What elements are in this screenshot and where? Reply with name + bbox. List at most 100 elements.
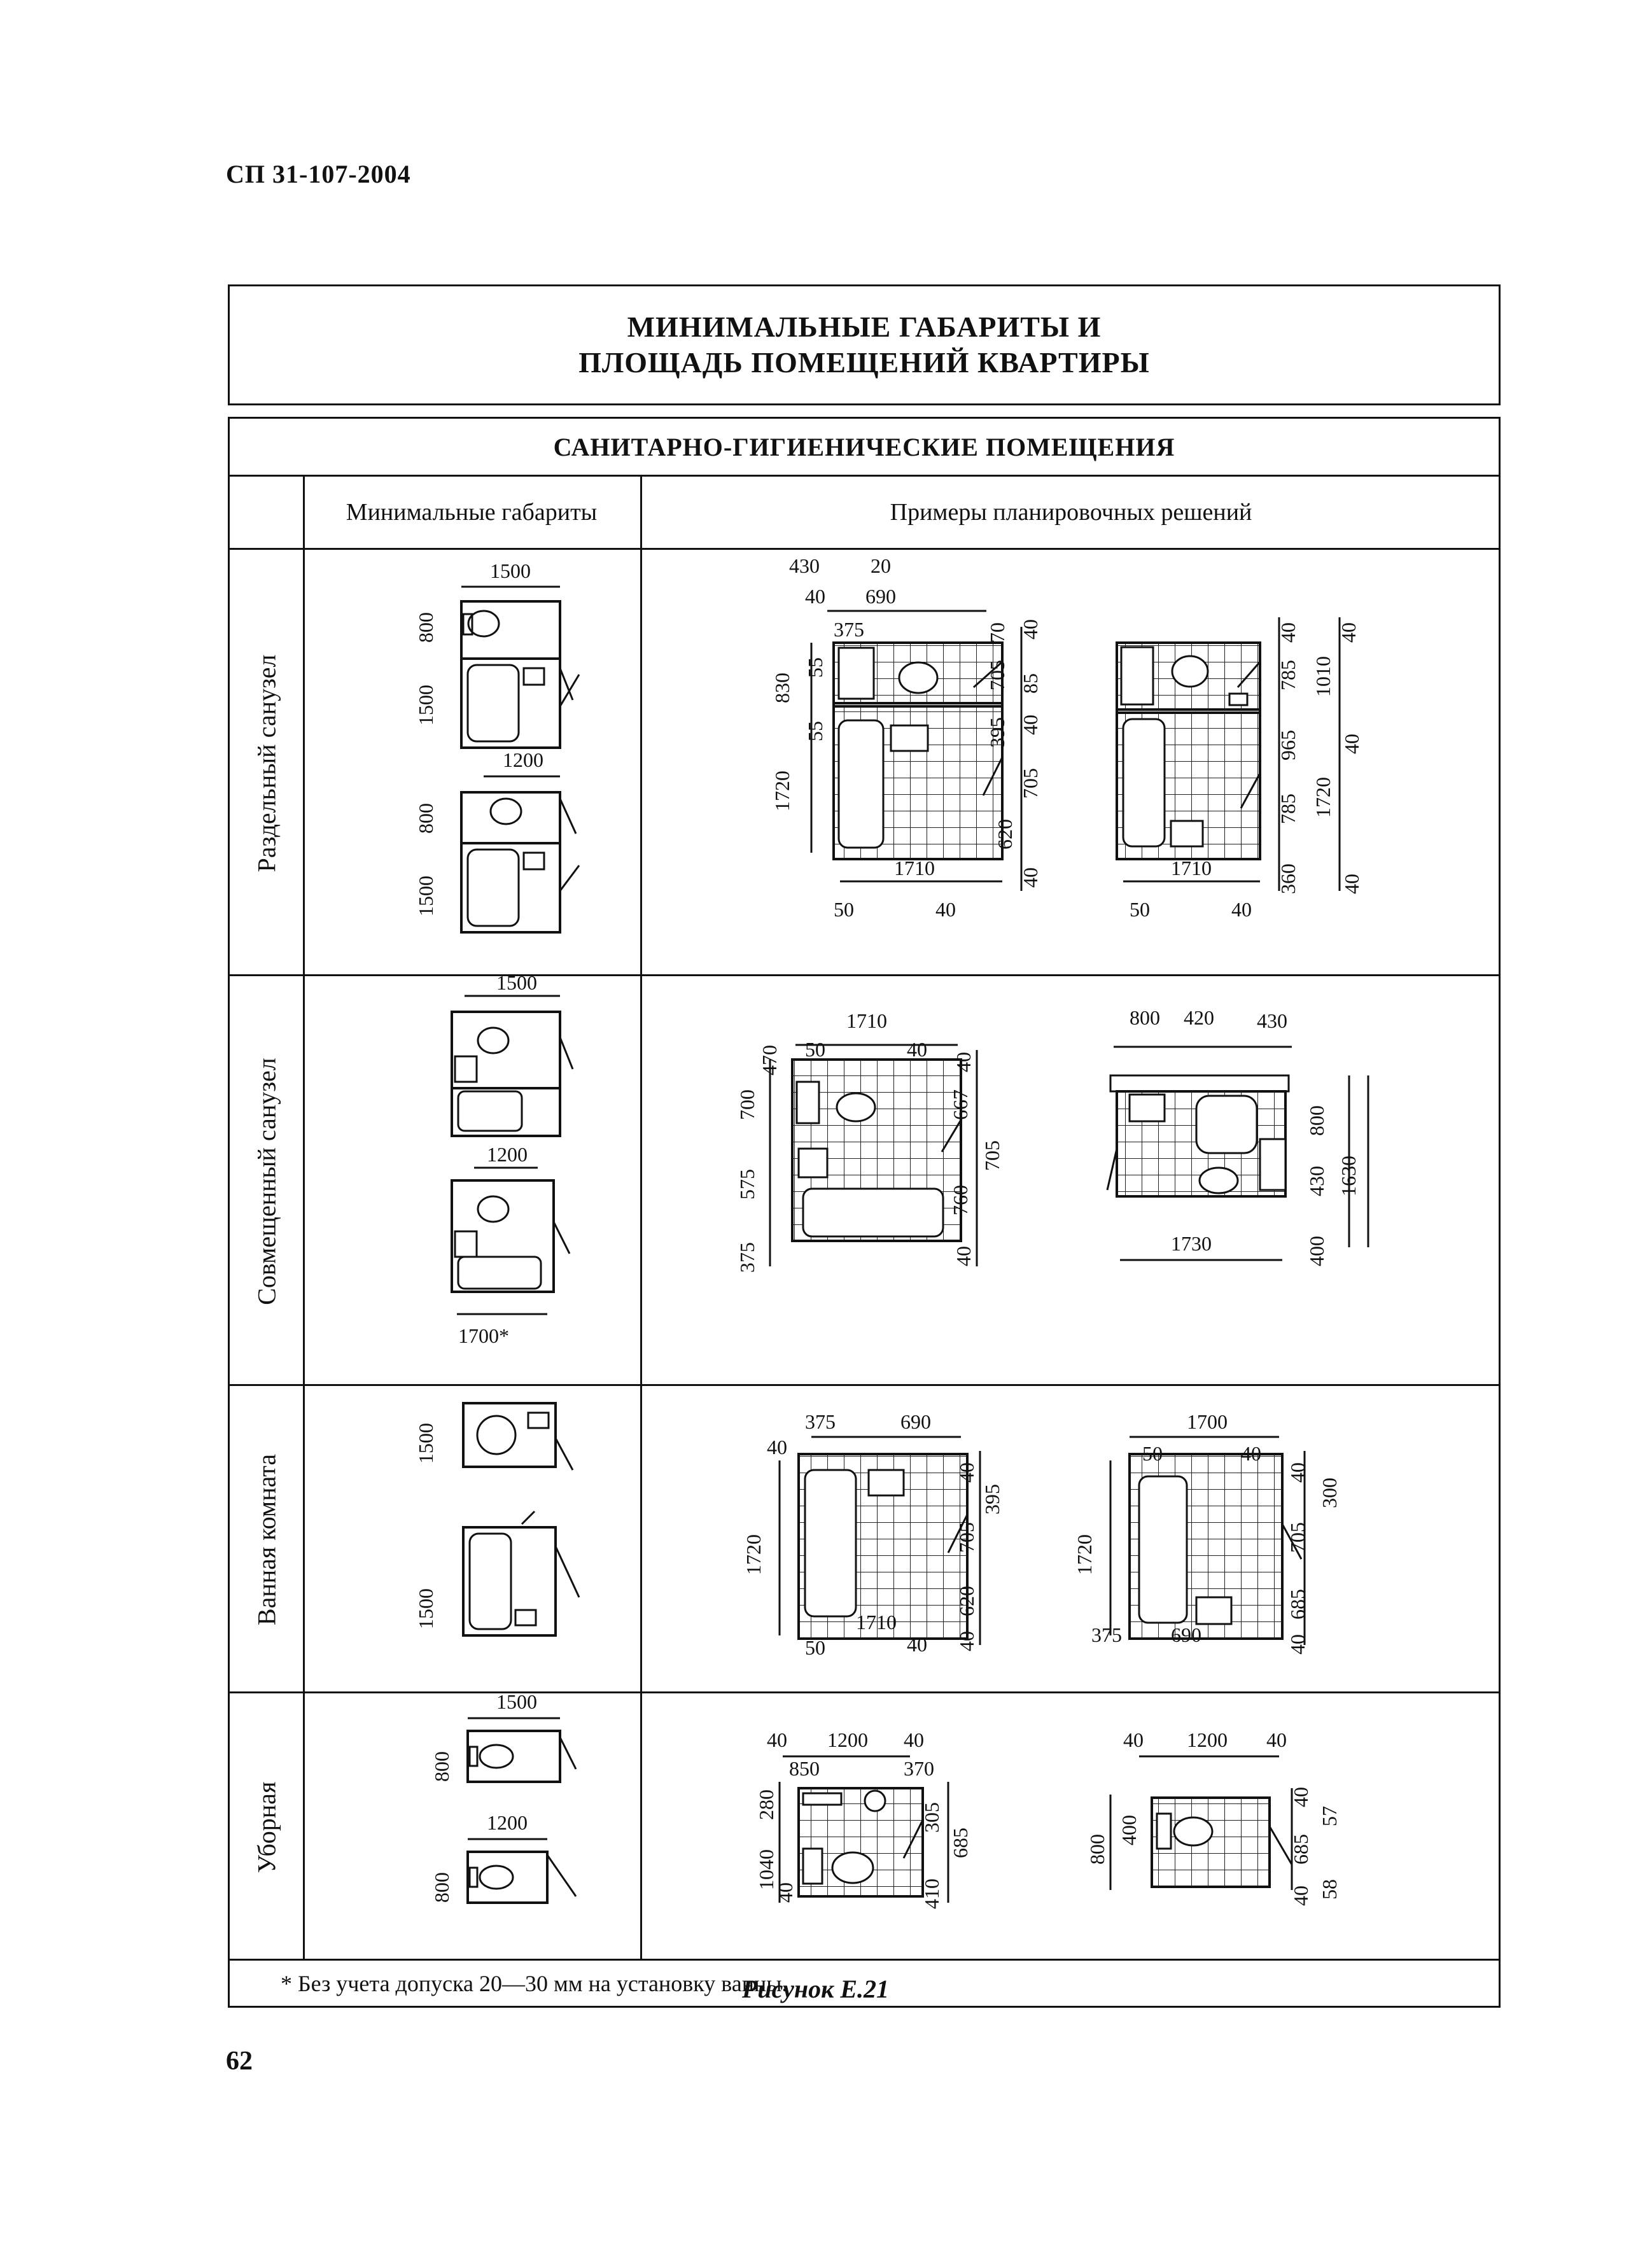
dim-label: 1200 xyxy=(487,1143,528,1166)
dim-label: 1500 xyxy=(496,971,537,994)
sanitary-rooms-table: САНИТАРНО-ГИГИЕНИЧЕСКИЕ ПОМЕЩЕНИЯ Минима… xyxy=(228,417,1501,2008)
plan-bathroom-example-1 xyxy=(778,1436,981,1645)
dim-label: 965 xyxy=(1277,730,1299,760)
dim-label: 305 xyxy=(920,1802,943,1833)
plan-bathroom-min-b xyxy=(462,1510,580,1637)
dim-label: 850 xyxy=(789,1757,820,1780)
dim-label: 400 xyxy=(1305,1236,1328,1266)
dim-label: 40 xyxy=(907,1038,927,1061)
dim-label: 20 xyxy=(871,554,891,577)
dim-label: 395 xyxy=(981,1484,1004,1515)
dim-label: 575 xyxy=(736,1169,759,1200)
figure-caption: Рисунок Е.21 xyxy=(741,1975,890,2003)
dim-label: 40 xyxy=(1231,898,1252,921)
dim-label: 1200 xyxy=(1187,1728,1228,1751)
dim-label: 620 xyxy=(955,1586,978,1616)
dim-label: 40 xyxy=(805,585,825,608)
dim-label: 1200 xyxy=(487,1811,528,1834)
dim-label: 685 xyxy=(949,1828,972,1858)
dim-label: 1730 xyxy=(1171,1232,1212,1255)
dim-label: 40 xyxy=(767,1728,787,1751)
dim-label: 40 xyxy=(1340,874,1363,894)
dim-label: 800 xyxy=(1305,1105,1328,1136)
divider xyxy=(230,475,1499,477)
dim-label: 50 xyxy=(805,1636,825,1659)
divider xyxy=(303,477,305,1959)
plan-separate-example-1 xyxy=(810,610,1023,891)
dim-label: 1710 xyxy=(846,1009,887,1032)
document-code: СП 31-107-2004 xyxy=(226,160,411,188)
table-footnote: * Без учета допуска 20—30 мм на установк… xyxy=(281,1971,788,1996)
dim-label: 1720 xyxy=(1073,1534,1096,1575)
plan-separate-min-b xyxy=(460,775,580,934)
dim-label: 40 xyxy=(955,1462,978,1483)
dim-label: 40 xyxy=(907,1633,927,1656)
dim-label: 40 xyxy=(774,1882,797,1903)
dim-label: 400 xyxy=(1117,1815,1140,1845)
dim-label: 705 xyxy=(1019,768,1042,799)
dim-label: 40 xyxy=(1277,622,1299,643)
dim-label: 785 xyxy=(1277,794,1299,824)
dim-label: 1700 xyxy=(1187,1410,1228,1433)
dimension-labels: 1500 800 1500 1200 800 1500 430 20 40 69… xyxy=(414,554,1363,1909)
dim-label: 40 xyxy=(955,1631,978,1651)
dim-label: 830 xyxy=(771,673,794,703)
dim-label: 40 xyxy=(767,1436,787,1459)
dim-label: 1710 xyxy=(1171,857,1212,879)
dim-label: 50 xyxy=(1142,1442,1163,1465)
dim-label: 667 xyxy=(949,1089,972,1120)
dim-label: 375 xyxy=(834,618,864,641)
dim-label: 55 xyxy=(804,657,827,678)
dim-label: 40 xyxy=(1241,1442,1261,1465)
dim-label: 705 xyxy=(981,1140,1004,1171)
dim-label: 1500 xyxy=(414,876,437,916)
plan-toilet-example-1 xyxy=(778,1755,949,1903)
dim-label: 690 xyxy=(1171,1623,1201,1646)
dim-label: 785 xyxy=(1277,660,1299,690)
dim-label: 800 xyxy=(1130,1006,1160,1029)
dim-label: 280 xyxy=(755,1789,778,1820)
dim-label: 410 xyxy=(920,1879,943,1909)
plan-combined-min-a xyxy=(451,995,574,1137)
dim-label: 360 xyxy=(1277,864,1299,894)
column-header-min-dimensions: Минимальные габариты xyxy=(346,499,598,526)
column-header-layout-examples: Примеры планировочных решений xyxy=(890,499,1252,526)
dim-label: 40 xyxy=(935,898,956,921)
divider xyxy=(640,477,642,1959)
dim-label: 370 xyxy=(904,1757,934,1780)
dim-label: 375 xyxy=(805,1410,836,1433)
plan-combined-example-1 xyxy=(769,1044,978,1266)
dim-label: 1700* xyxy=(458,1324,509,1347)
plan-combined-example-2 xyxy=(1106,1046,1369,1261)
dim-label: 40 xyxy=(952,1246,975,1266)
dim-label: 705 xyxy=(955,1522,978,1553)
dim-label: 430 xyxy=(1257,1009,1287,1032)
title-line-2: ПЛОЩАДЬ ПОМЕЩЕНИЙ КВАРТИРЫ xyxy=(578,346,1150,379)
dim-label: 1500 xyxy=(414,1423,437,1464)
dim-label: 375 xyxy=(1091,1623,1122,1646)
dim-label: 1500 xyxy=(414,1588,437,1629)
dim-label: 800 xyxy=(430,1751,453,1782)
dim-label: 50 xyxy=(805,1038,825,1061)
dim-label: 420 xyxy=(1184,1006,1214,1029)
dim-label: 40 xyxy=(1289,1886,1312,1906)
dim-label: 1500 xyxy=(414,685,437,725)
dim-label: 690 xyxy=(865,585,896,608)
figure-title-box: МИНИМАЛЬНЫЕ ГАБАРИТЫ И ПЛОЩАДЬ ПОМЕЩЕНИЙ… xyxy=(228,284,1501,405)
divider xyxy=(230,974,1499,976)
dim-label: 85 xyxy=(1019,673,1042,694)
dim-label: 700 xyxy=(736,1089,759,1120)
plan-toilet-example-2 xyxy=(1109,1755,1293,1890)
dim-label: 40 xyxy=(1019,619,1042,640)
dim-label: 1200 xyxy=(503,748,543,771)
plan-toilet-min-b xyxy=(466,1838,577,1904)
dim-label: 1500 xyxy=(490,559,531,582)
dim-label: 430 xyxy=(789,554,820,577)
dim-label: 1710 xyxy=(856,1611,897,1634)
dim-label: 800 xyxy=(1086,1834,1109,1865)
dim-label: 1500 xyxy=(496,1690,537,1713)
dim-label: 40 xyxy=(904,1728,924,1751)
page-number: 62 xyxy=(226,2047,253,2076)
plan-drawings xyxy=(451,585,1369,1904)
